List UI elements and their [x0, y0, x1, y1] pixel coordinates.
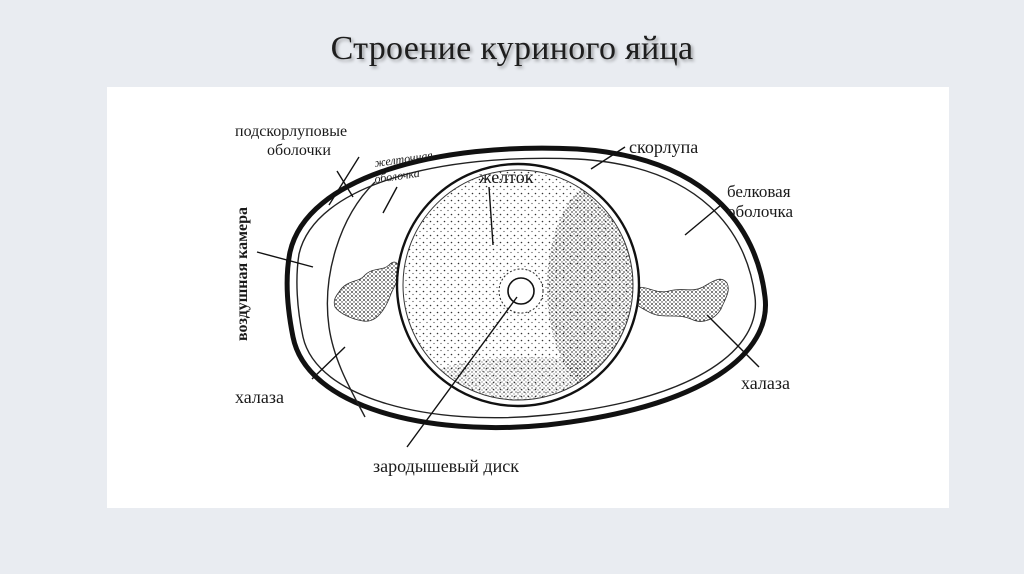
leader-vitelline [382, 186, 398, 214]
label-subshell-line2: оболочки [267, 142, 331, 159]
leader-chalaza-right [706, 314, 760, 368]
leader-lines [256, 146, 760, 448]
label-air-cell: воздушная камера [234, 207, 251, 341]
label-albumen-line1: белковая [727, 182, 791, 201]
label-vitelline-line2: оболочка [373, 166, 420, 186]
leader-germinal-disc [406, 296, 518, 448]
label-yolk: желток [478, 167, 534, 187]
label-albumen-line2: оболочка [727, 202, 794, 221]
label-germinal-disc: зародышевый диск [373, 456, 519, 476]
chalaza-right-shape [631, 278, 729, 322]
leader-subshell-1 [328, 156, 360, 206]
chalaza-left-shape [333, 261, 400, 322]
yolk-dense-region-lower [417, 357, 633, 400]
leader-chalaza-left [311, 346, 346, 380]
leader-shell [590, 146, 626, 170]
label-chalaza-left: халаза [235, 387, 284, 407]
yolk-dense-region [547, 177, 633, 397]
egg-diagram: подскорлуповые оболочки желточная оболоч… [234, 123, 794, 476]
slide-title: Строение куриного яйца [330, 30, 694, 67]
egg-diagram-figure: подскорлуповые оболочки желточная оболоч… [107, 87, 949, 508]
egg-shell-outline [284, 145, 768, 431]
leader-subshell-2 [336, 170, 354, 198]
label-subshell-line1: подскорлуповые [235, 123, 347, 140]
air-cell-boundary [326, 181, 376, 418]
label-chalaza-right: халаза [741, 373, 790, 393]
leader-yolk [488, 186, 494, 246]
leader-albumen [684, 204, 722, 236]
germinal-disc-inner [507, 277, 535, 305]
label-shell: скорлупа [629, 137, 698, 157]
leader-air-cell [256, 251, 314, 268]
shell-inner-membrane [296, 157, 757, 419]
